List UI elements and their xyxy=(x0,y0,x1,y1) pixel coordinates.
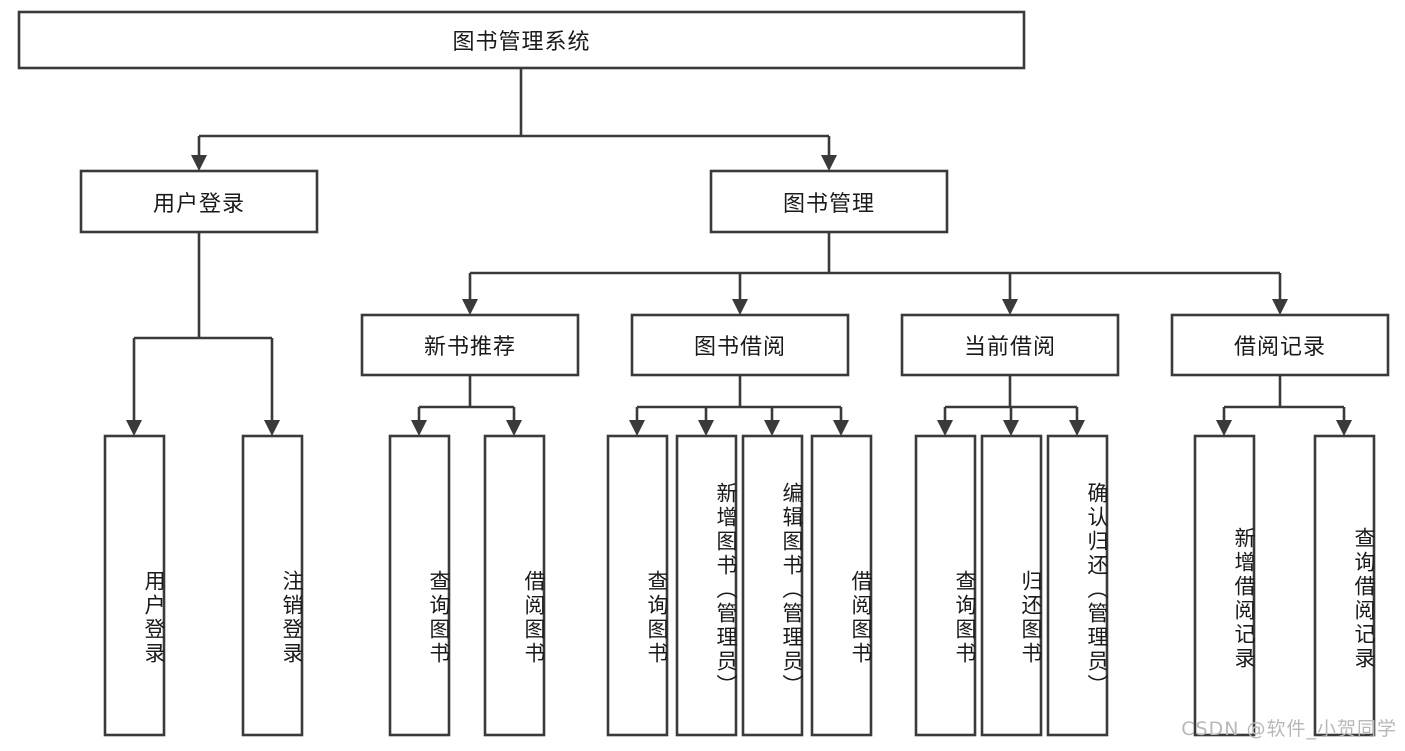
leaf-box-query-borrow-record[interactable] xyxy=(1313,434,1376,737)
connector-book-borrow-to-leaves xyxy=(629,375,849,436)
node-root-book-management-system[interactable] xyxy=(17,10,1026,70)
connector-book-management-to-level3 xyxy=(462,232,1288,315)
node-current-borrow[interactable] xyxy=(900,313,1120,377)
leaf-box-edit-book-admin[interactable] xyxy=(741,434,804,737)
leaf-box-borrow-book-new[interactable] xyxy=(483,434,546,737)
leaf-box-query-book-new[interactable] xyxy=(388,434,451,737)
leaf-box-confirm-return-admin[interactable] xyxy=(1046,434,1109,737)
node-user-login[interactable] xyxy=(79,169,319,234)
node-borrow-record[interactable] xyxy=(1170,313,1390,377)
leaf-box-query-book-borrow[interactable] xyxy=(606,434,669,737)
connector-current-borrow-to-leaves xyxy=(937,375,1085,436)
leaf-box-query-book-current[interactable] xyxy=(914,434,977,737)
connector-new-book-recommend-to-leaves xyxy=(411,375,522,436)
connector-borrow-record-to-leaves xyxy=(1216,375,1352,436)
node-book-management[interactable] xyxy=(709,169,949,234)
connector-root-to-level2 xyxy=(191,68,837,171)
node-book-borrow[interactable] xyxy=(630,313,850,377)
leaf-box-logout[interactable] xyxy=(241,434,304,737)
leaf-box-borrow-book[interactable] xyxy=(810,434,873,737)
leaf-box-return-book[interactable] xyxy=(980,434,1043,737)
node-new-book-recommend[interactable] xyxy=(360,313,580,377)
leaf-box-add-borrow-record[interactable] xyxy=(1193,434,1256,737)
leaf-box-add-book-admin[interactable] xyxy=(675,434,738,737)
csdn-watermark: CSDN @软件_小贺同学 xyxy=(1181,718,1397,740)
leaf-box-user-login[interactable] xyxy=(103,434,166,737)
connector-user-login-to-leaves xyxy=(126,232,280,436)
